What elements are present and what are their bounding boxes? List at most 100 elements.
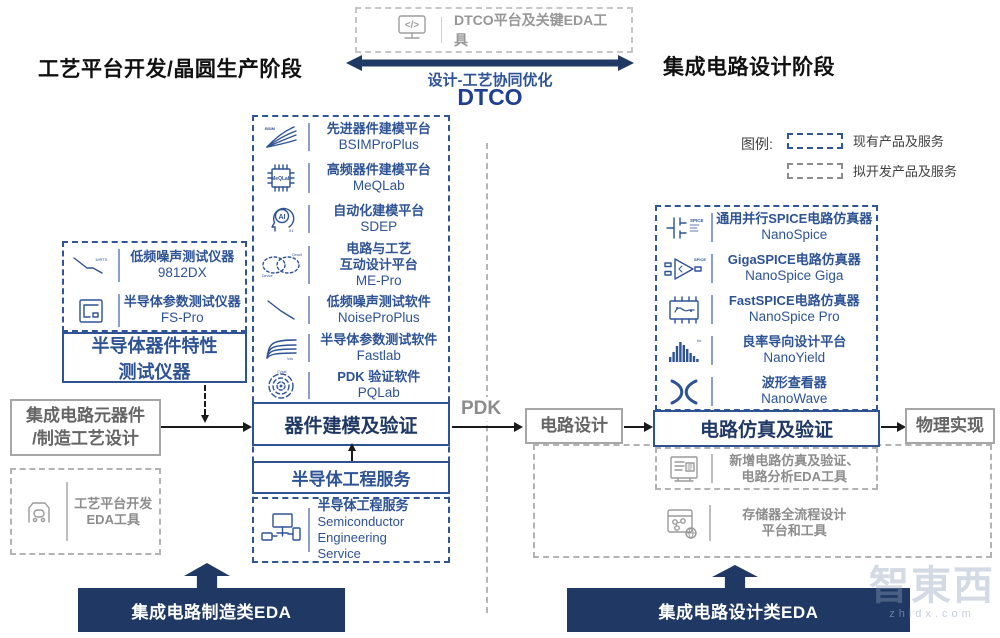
tool-name: GigaSPICE电路仿真器 [727,252,861,268]
physical-implementation-label: 物理实现 [916,415,984,435]
divider [711,376,713,407]
tool-row: 新增电路仿真及验证、 电路分析EDA工具 [657,449,876,488]
divider [711,454,713,483]
memory-flow-icon [655,506,709,540]
chip-trace-icon [657,295,711,325]
device-modeling-box: 器件建模及验证 [252,402,450,446]
spice-capacitor-icon: SPICE [657,213,711,243]
waveform-icon [657,378,711,406]
tool-name: 工艺平台开发 EDA工具 [74,495,153,527]
svg-text:Circuit: Circuit [292,253,302,257]
stage-separator-line [486,143,488,613]
divider [308,507,310,553]
divider [711,253,713,284]
iv-curves-icon: Vds [254,335,308,361]
manufacturing-eda-label: 集成电路制造类EDA [131,602,292,622]
tool-product: PQLab [357,385,400,401]
instrument-group-label: 半导体器件特性 测试仪器 [91,335,218,382]
process-design-label: 集成电路元器件 /制造工艺设计 [26,406,145,448]
dtco-subtitle: 设计-工艺协同优化 [427,72,553,89]
circuit-design-box: 电路设计 [525,408,623,444]
circuit-design-label: 电路设计 [540,415,608,435]
legend-title: 图例: [741,136,773,152]
tool-product: SDEP [360,218,398,234]
service-to-modeling-arrow [348,443,356,461]
monitor-code-icon: </> [395,13,429,48]
dtco-tool-label: DTCO平台及关键EDA工具 [454,12,608,48]
divider [118,249,120,282]
design-eda-box: 集成电路设计类EDA [567,588,910,632]
svg-text:1/fRTS: 1/fRTS [95,257,108,262]
svg-text:</>: </> [405,20,420,31]
svg-text:Vds: Vds [287,357,293,361]
design-eda-arrow [712,565,758,588]
tool-name: 自动化建模平台 [333,202,425,218]
legend-existing-label: 现有产品及服务 [852,134,944,149]
left-stage-title: 工艺平台开发/晶圆生产阶段 [38,58,303,81]
semiconductor-service-box: 半导体工程服务 [252,461,450,494]
divider [709,505,711,541]
tool-name: 低频噪声测试软件 [326,293,431,309]
svg-text:01: 01 [289,228,294,233]
semiconductor-service-label: 半导体工程服务 [291,470,411,489]
tool-product: NanoSpice [761,227,828,243]
dtco-acronym: DTCO [457,84,523,110]
process-eda-icon [12,497,66,527]
new-sim-doc-icon [657,454,711,484]
radar-rings-icon: CVset [254,369,308,403]
legend: 图例: 现有产品及服务 拟开发产品及服务 [741,131,957,191]
legend-planned-row: 拟开发产品及服务 [786,161,957,180]
tool-name: 波形查看器 [761,375,827,391]
new-simulation-planned-box: 新增电路仿真及验证、 电路分析EDA工具 [655,447,878,490]
tool-product: MeQLab [352,177,405,193]
tool-product: ME-Pro [355,272,402,288]
dtco-tool-box: </> DTCO平台及关键EDA工具 [355,7,633,53]
engineering-service-detail-box: 半导体工程服务 Semiconductor Engineering Servic… [252,497,450,563]
svg-text:Device: Device [262,274,273,278]
circuit-simulation-box: 电路仿真及验证 [653,410,880,447]
modeling-to-design-arrow [452,422,523,432]
parameter-tester-icon [64,296,118,326]
divider [308,372,310,399]
manufacturing-eda-arrow [184,563,230,588]
instrument-group-title-box: 半导体器件特性 测试仪器 [62,332,247,383]
tool-name: 半导体参数测试软件 [320,331,438,347]
physical-implementation-box: 物理实现 [905,408,995,444]
divider [308,334,310,362]
tool-name: 存储器全流程设计 平台和工具 [742,507,847,538]
tool-name: 先进器件建模平台 [326,120,431,136]
legend-existing-row: 现有产品及服务 [786,131,957,150]
yield-histogram-icon: 6σ [657,337,711,365]
existing-products-swatch [786,132,843,149]
divider [711,212,713,243]
tool-product: NoiseProPlus [337,309,420,325]
divider [711,294,713,325]
engineering-service-icon [254,511,308,549]
tool-name: 低频噪声测试仪器 [130,249,235,265]
noise-line-icon [254,298,308,322]
tool-product: Fastlab [356,347,401,363]
opamp-icon: SPICE [657,254,711,284]
tool-name: 良率导向设计平台 [742,334,847,350]
svg-text:CVset: CVset [277,370,287,374]
circuit-simulation-label: 电路仿真及验证 [699,420,833,441]
svg-text:SPICE: SPICE [694,257,706,262]
device-modeling-label: 器件建模及验证 [284,415,418,437]
tool-product: FS-Pro [160,310,204,326]
bsim-curves-icon: BSIM [254,124,308,150]
design-to-simulation-arrow [624,422,653,432]
svg-text:SPICE: SPICE [690,218,704,223]
simulation-to-physical-arrow [881,422,906,432]
tool-name: 通用并行SPICE电路仿真器 [716,211,873,227]
tool-product: NanoYield [763,350,826,366]
